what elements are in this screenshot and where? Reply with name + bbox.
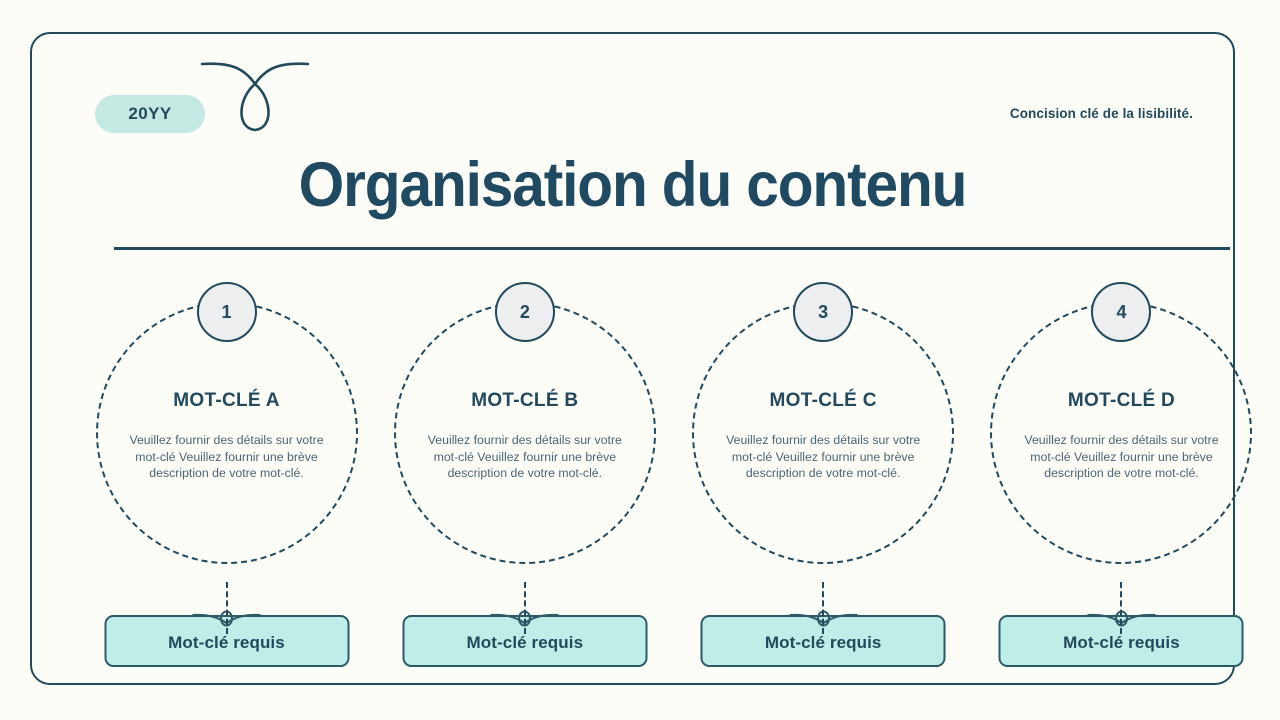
slide-frame: 20YY Concision clé de la lisibilité. Org… [30, 32, 1253, 685]
keyword-title: MOT-CLÉ C [769, 390, 877, 411]
keyword-title: MOT-CLÉ B [471, 390, 579, 411]
step-number-badge: 1 [196, 282, 257, 342]
knot-border-mask [218, 60, 262, 70]
keyword-columns: 1 MOT-CLÉ A Veuillez fournir des détails… [84, 282, 1264, 682]
keyword-chip-label: Mot-clé requis [466, 632, 584, 652]
step-number-badge: 4 [1091, 282, 1152, 342]
keyword-chip-label: Mot-clé requis [764, 632, 882, 652]
step-number-label: 4 [1116, 301, 1127, 322]
keyword-description: Veuillez fournir des détails sur votre m… [427, 433, 622, 480]
keyword-chip[interactable]: Mot-clé requis [700, 615, 946, 667]
step-number-label: 2 [519, 301, 530, 322]
dashed-connector [1120, 582, 1123, 634]
keyword-title: MOT-CLÉ D [1067, 390, 1176, 411]
dashed-connector [523, 582, 526, 634]
header-tagline: Concision clé de la lisibilité. [1009, 106, 1193, 121]
dashed-connector [225, 582, 228, 634]
step-number-label: 1 [221, 301, 232, 322]
keyword-description: Veuillez fournir des détails sur votre m… [1024, 433, 1219, 480]
keyword-column: 3 MOT-CLÉ C Veuillez fournir des détails… [681, 282, 966, 682]
keyword-description: Veuillez fournir des détails sur votre m… [129, 433, 324, 480]
ring-content: MOT-CLÉ A Veuillez fournir des détails s… [111, 390, 343, 482]
title-divider [114, 247, 1230, 250]
keyword-column: 1 MOT-CLÉ A Veuillez fournir des détails… [84, 282, 369, 682]
keyword-description: Veuillez fournir des détails sur votre m… [726, 433, 921, 480]
year-badge: 20YY [95, 95, 205, 133]
ring-content: MOT-CLÉ D Veuillez fournir des détails s… [1005, 390, 1237, 482]
keyword-chip-label: Mot-clé requis [1063, 632, 1180, 652]
keyword-chip-wrap: Mot-clé requis [700, 610, 946, 667]
keyword-title: MOT-CLÉ A [173, 390, 280, 411]
step-number-badge: 2 [494, 282, 555, 342]
dashed-connector [822, 582, 825, 634]
step-number-label: 3 [818, 301, 829, 322]
ring-content: MOT-CLÉ B Veuillez fournir des détails s… [409, 390, 641, 482]
keyword-column: 4 MOT-CLÉ D Veuillez fournir des détails… [979, 282, 1264, 682]
step-number-badge: 3 [793, 282, 854, 342]
keyword-column: 2 MOT-CLÉ B Veuillez fournir des détails… [382, 282, 667, 682]
keyword-chip-label: Mot-clé requis [168, 632, 285, 652]
year-badge-label: 20YY [128, 104, 172, 123]
page-title: Organisation du contenu [298, 150, 968, 220]
ring-content: MOT-CLÉ C Veuillez fournir des détails s… [707, 390, 939, 482]
